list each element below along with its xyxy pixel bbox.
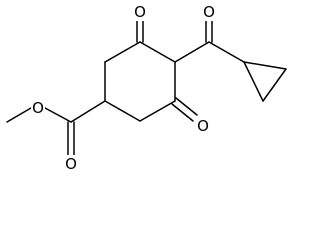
ring-bond-6 — [104, 100, 141, 122]
mask-ester-single-oxygen — [31, 99, 45, 117]
ring-bond-3 — [139, 41, 176, 63]
ring-bond-5 — [139, 100, 176, 122]
bond-methyl-to-ester-oxygen — [6, 107, 32, 123]
cyclopropane-bond-2 — [262, 68, 287, 102]
label-ester-single-oxygen: O — [32, 99, 44, 117]
bond-acyl-to-cyclopropyl — [208, 41, 245, 63]
label-ring-bottom-ketone-oxygen: O — [197, 117, 209, 135]
mask-ester-carbonyl-oxygen — [64, 155, 78, 173]
mask-acyl-ketone-oxygen — [202, 3, 216, 21]
chemical-structure-diagram: O O O O O — [6, 3, 287, 173]
bond-ring-to-acyl-carbon — [174, 41, 210, 63]
label-ester-carbonyl-oxygen: O — [65, 155, 77, 173]
bond-ring-bottom-ketone-double-b — [171, 103, 194, 122]
bond-ring-bottom-ketone-double-a — [175, 97, 198, 116]
cyclopropane-bond-3 — [243, 61, 264, 102]
ring-bond-2 — [104, 41, 141, 63]
bond-ester-carbon-to-ring — [70, 100, 106, 123]
label-acyl-ketone-oxygen: O — [203, 3, 215, 21]
label-ring-top-ketone-oxygen: O — [134, 3, 146, 21]
mask-ring-bottom-ketone-oxygen — [196, 117, 210, 135]
bond-ester-oxygen-to-carbonyl-carbon — [44, 107, 72, 123]
cyclopropane-bond-1 — [243, 61, 287, 70]
mask-ring-top-ketone-oxygen — [133, 3, 147, 21]
